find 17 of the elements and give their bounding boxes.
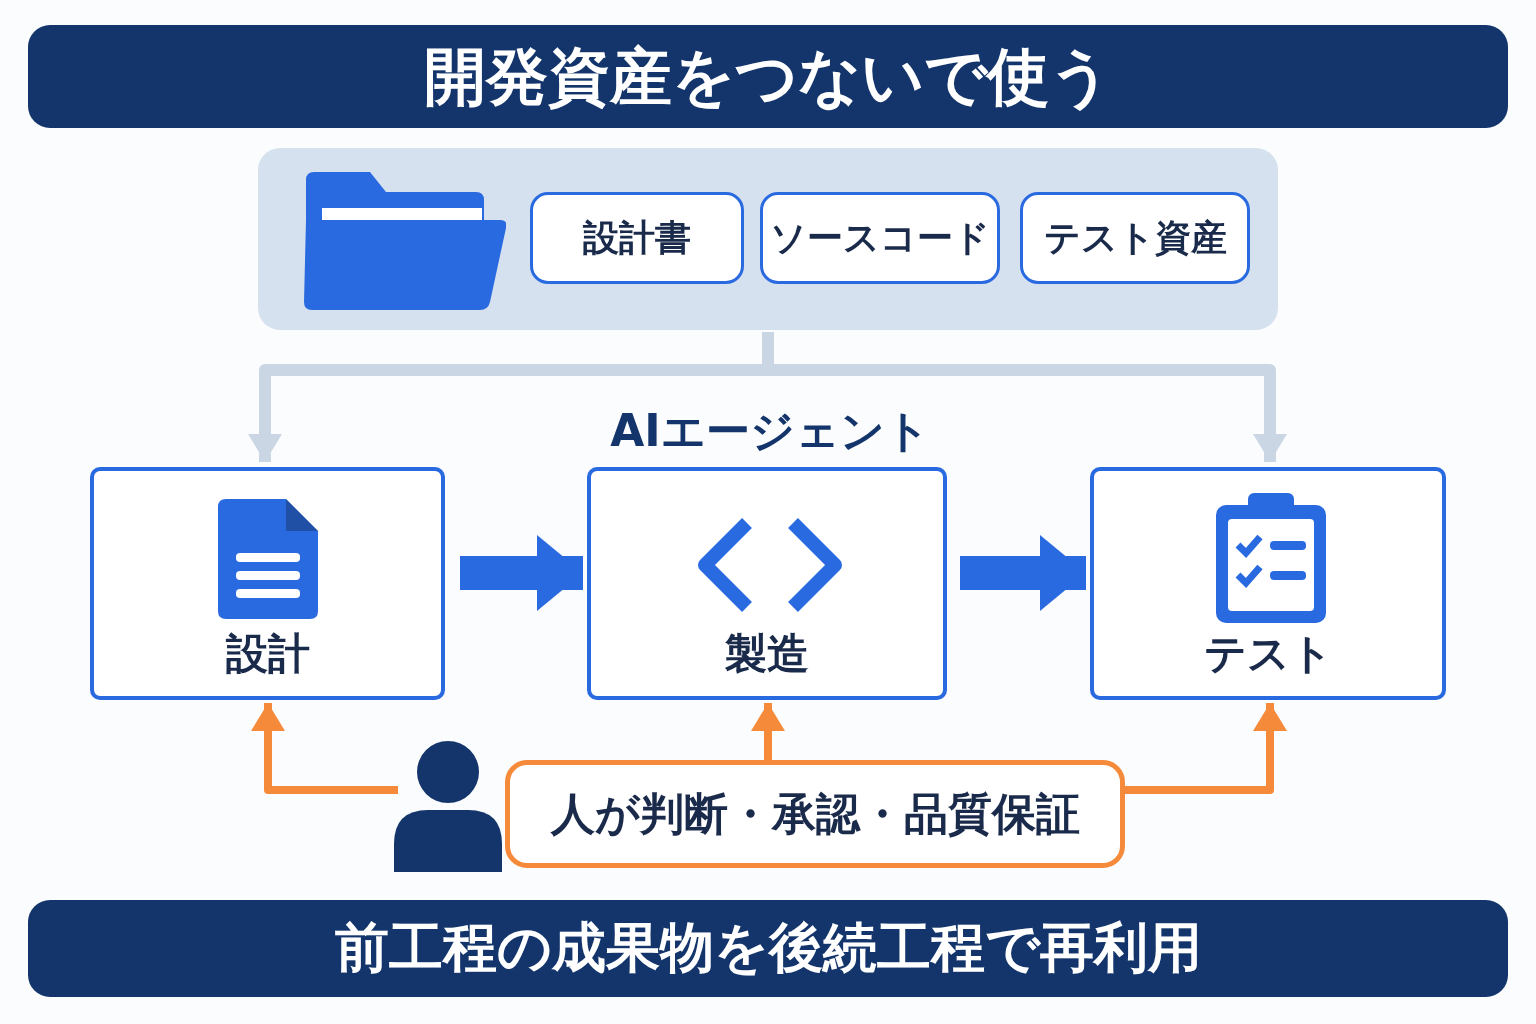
- arrow: [960, 535, 1086, 611]
- step-label: 製造: [724, 628, 810, 680]
- title-banner: 開発資産をつないで使う: [28, 25, 1508, 128]
- panel: [258, 148, 1278, 330]
- step-box: [90, 467, 445, 700]
- step-box: [587, 467, 947, 700]
- document-chip: 設計書: [530, 192, 744, 284]
- document-chip: テスト資産: [1020, 192, 1250, 284]
- document-chip: ソースコード: [760, 192, 1000, 284]
- person-icon: [392, 740, 504, 872]
- heading: AIエージェント: [609, 404, 931, 458]
- caption-banner: 前工程の成果物を後続工程で再利用: [28, 900, 1508, 997]
- step-label: 設計: [224, 628, 311, 680]
- step-label: テスト: [1202, 628, 1334, 680]
- arrow: [460, 535, 583, 611]
- note-box: 人が判断・承認・品質保証: [505, 760, 1125, 868]
- step-box: [1090, 467, 1446, 700]
